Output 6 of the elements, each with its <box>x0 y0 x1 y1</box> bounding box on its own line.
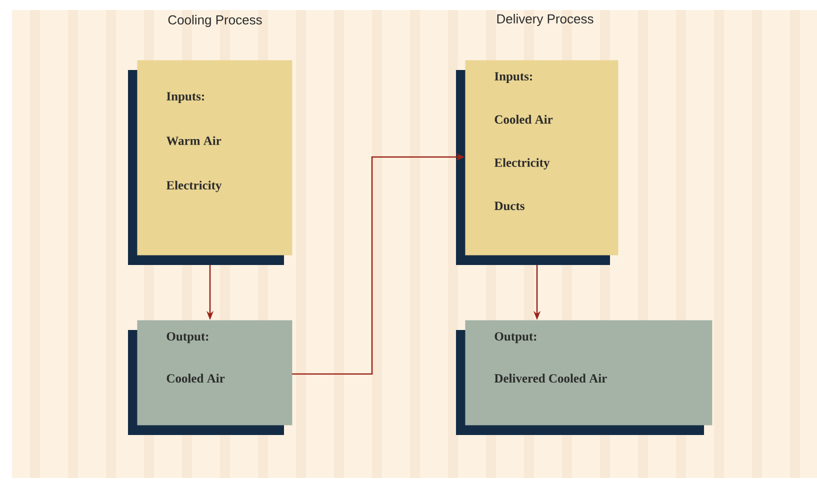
process-box: Inputs: Cooled Air Electricity Ducts <box>456 60 618 265</box>
process-box: Output: Cooled Air <box>128 320 292 435</box>
process-box: Inputs: Warm Air Electricity <box>128 60 292 265</box>
heading: Delivery Process <box>497 14 594 26</box>
process-box: Output: Delivered Cooled Air <box>456 320 712 435</box>
heading: Cooling Process <box>168 14 262 28</box>
